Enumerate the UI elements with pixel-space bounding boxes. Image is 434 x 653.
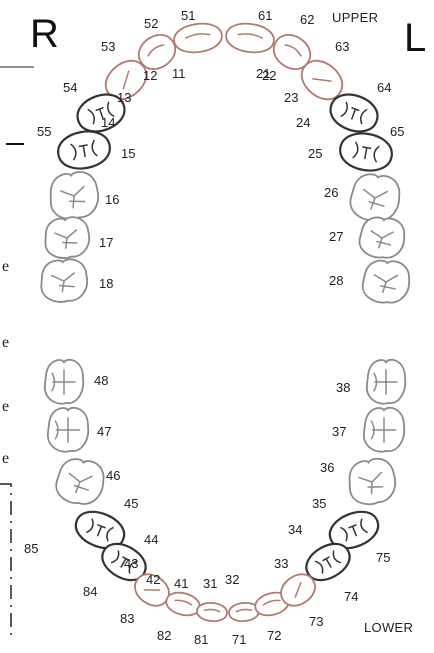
- tooth-number-31: 31: [203, 576, 217, 591]
- tooth-number-43: 43: [124, 556, 138, 571]
- tooth-outline: [172, 21, 223, 55]
- tooth-number-16: 16: [105, 192, 119, 207]
- tooth-number-82: 82: [157, 628, 171, 643]
- tooth-36[interactable]: [345, 456, 398, 507]
- tooth-18[interactable]: [40, 258, 89, 303]
- tooth-number-72: 72: [267, 628, 281, 643]
- tooth-number-14: 14: [101, 115, 115, 130]
- tooth-outline: [196, 602, 227, 623]
- tooth-number-18: 18: [99, 276, 113, 291]
- tooth-number-42: 42: [146, 572, 160, 587]
- tooth-28[interactable]: [362, 259, 411, 304]
- tooth-number-22: 22: [262, 68, 276, 83]
- tooth-number-38: 38: [336, 380, 350, 395]
- tooth-number-65: 65: [390, 124, 404, 139]
- tooth-number-51: 51: [181, 8, 195, 23]
- edge-fragment-letter: e: [2, 334, 9, 352]
- tooth-number-74: 74: [344, 589, 358, 604]
- tooth-number-26: 26: [324, 185, 338, 200]
- teeth-layer: [40, 21, 411, 623]
- tooth-number-24: 24: [296, 115, 310, 130]
- tooth-number-44: 44: [144, 532, 158, 547]
- tooth-number-55: 55: [37, 124, 51, 139]
- tooth-48[interactable]: [45, 360, 83, 404]
- tooth-number-34: 34: [288, 522, 302, 537]
- tooth-47[interactable]: [48, 408, 88, 452]
- tooth-number-33: 33: [274, 556, 288, 571]
- tooth-38[interactable]: [367, 360, 405, 404]
- tooth-number-45: 45: [124, 496, 138, 511]
- tooth-number-46: 46: [106, 468, 120, 483]
- tooth-number-64: 64: [377, 80, 391, 95]
- tooth-number-17: 17: [99, 235, 113, 250]
- tooth-number-13: 13: [117, 90, 131, 105]
- tooth-number-62: 62: [300, 12, 314, 27]
- tooth-55[interactable]: [55, 128, 113, 173]
- right-side-label: R: [30, 14, 59, 54]
- edge-fragment-letter: e: [2, 398, 9, 416]
- lower-jaw-label: LOWER: [364, 620, 413, 635]
- tooth-number-37: 37: [332, 424, 346, 439]
- tooth-16[interactable]: [47, 170, 101, 222]
- tooth-number-53: 53: [101, 39, 115, 54]
- tooth-51[interactable]: [172, 21, 223, 55]
- tooth-number-75: 75: [376, 550, 390, 565]
- tooth-number-52: 52: [144, 16, 158, 31]
- left-side-label: L: [404, 18, 426, 58]
- tooth-number-27: 27: [329, 229, 343, 244]
- tooth-number-54: 54: [63, 80, 77, 95]
- tooth-number-25: 25: [308, 146, 322, 161]
- tooth-number-84: 84: [83, 584, 97, 599]
- tooth-81[interactable]: [196, 602, 227, 623]
- tooth-number-36: 36: [320, 460, 334, 475]
- dashed-box-fragment: [0, 484, 11, 640]
- tooth-number-12: 12: [143, 68, 157, 83]
- tooth-26[interactable]: [348, 172, 402, 224]
- tooth-number-35: 35: [312, 496, 326, 511]
- tooth-number-71: 71: [232, 632, 246, 647]
- tooth-number-23: 23: [284, 90, 298, 105]
- tooth-number-61: 61: [258, 8, 272, 23]
- tooth-46[interactable]: [54, 456, 107, 507]
- tooth-number-11: 11: [172, 66, 186, 81]
- upper-jaw-label: UPPER: [332, 10, 378, 25]
- tooth-number-47: 47: [97, 424, 111, 439]
- tooth-17[interactable]: [43, 216, 91, 260]
- tooth-number-48: 48: [94, 373, 108, 388]
- tooth-number-83: 83: [120, 611, 134, 626]
- tooth-number-63: 63: [335, 39, 349, 54]
- tooth-61[interactable]: [224, 21, 275, 55]
- tooth-number-41: 41: [174, 576, 188, 591]
- tooth-number-73: 73: [309, 614, 323, 629]
- tooth-37[interactable]: [364, 408, 404, 452]
- edge-fragment-letter: e: [2, 450, 9, 468]
- tooth-outline: [224, 21, 275, 55]
- tooth-27[interactable]: [358, 216, 406, 260]
- tooth-number-81: 81: [194, 632, 208, 647]
- edge-fragment-letter: e: [2, 258, 9, 276]
- tooth-number-15: 15: [121, 146, 135, 161]
- tooth-number-28: 28: [329, 273, 343, 288]
- tooth-number-32: 32: [225, 572, 239, 587]
- tooth-number-85: 85: [24, 541, 38, 556]
- tooth-65[interactable]: [337, 130, 395, 175]
